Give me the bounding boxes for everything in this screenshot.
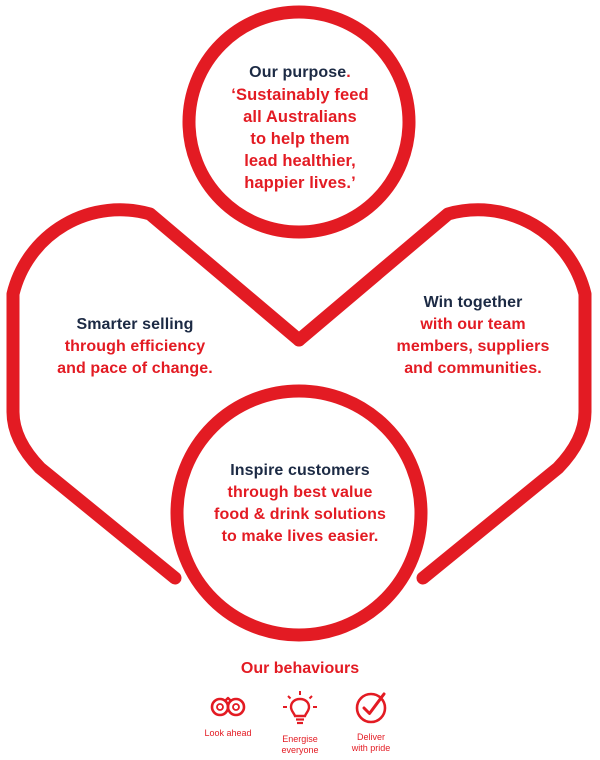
smarter-selling-text: Smarter selling through efficiency and p… bbox=[30, 314, 240, 380]
purpose-circle bbox=[182, 5, 416, 239]
purpose-line-3: to help them bbox=[250, 130, 350, 148]
binoculars-icon bbox=[210, 696, 246, 717]
right-lobe bbox=[292, 203, 592, 585]
behaviour-look-ahead: Look ahead bbox=[178, 690, 278, 739]
smarter-selling-line-2: and pace of change. bbox=[57, 360, 213, 377]
inspire-customers-line-3: to make lives easier. bbox=[221, 528, 379, 545]
win-together-text: Win together with our team members, supp… bbox=[368, 292, 578, 380]
win-together-line-3: and communities. bbox=[404, 360, 542, 377]
smarter-selling-heading: Smarter selling bbox=[76, 316, 194, 333]
behaviours-title: Our behaviours bbox=[240, 660, 360, 677]
behaviour-energise-everyone: Energise everyone bbox=[250, 690, 350, 756]
purpose-line-4: lead healthier, bbox=[244, 152, 356, 170]
behaviour-label: Energise everyone bbox=[281, 734, 319, 755]
behaviour-deliver-with-pride: Deliver with pride bbox=[321, 690, 421, 754]
purpose-line-5: happier lives.’ bbox=[244, 174, 356, 192]
smarter-selling-line-1: through efficiency bbox=[64, 338, 206, 355]
inspire-customers-line-1: through best value bbox=[227, 484, 373, 501]
inspire-customers-text: Inspire customers through best value foo… bbox=[185, 460, 415, 548]
lightbulb-icon bbox=[283, 691, 317, 725]
purpose-text: Our purpose. ‘Sustainably feed all Austr… bbox=[200, 62, 400, 194]
purpose-line-1: ‘Sustainably feed bbox=[231, 86, 369, 104]
win-together-line-1: with our team bbox=[420, 316, 526, 333]
inspire-customers-line-2: food & drink solutions bbox=[214, 506, 386, 523]
behaviour-label: Look ahead bbox=[204, 728, 252, 738]
win-together-line-2: members, suppliers bbox=[396, 338, 550, 355]
purpose-heading: Our purpose bbox=[249, 64, 347, 81]
behaviour-label: Deliver with pride bbox=[351, 732, 391, 753]
inspire-customers-heading: Inspire customers bbox=[230, 462, 370, 479]
win-together-heading: Win together bbox=[423, 294, 523, 311]
checkmark-badge-icon bbox=[355, 692, 387, 724]
bottom-circle bbox=[170, 384, 428, 642]
purpose-line-2: all Australians bbox=[243, 108, 357, 126]
left-lobe bbox=[6, 203, 306, 585]
